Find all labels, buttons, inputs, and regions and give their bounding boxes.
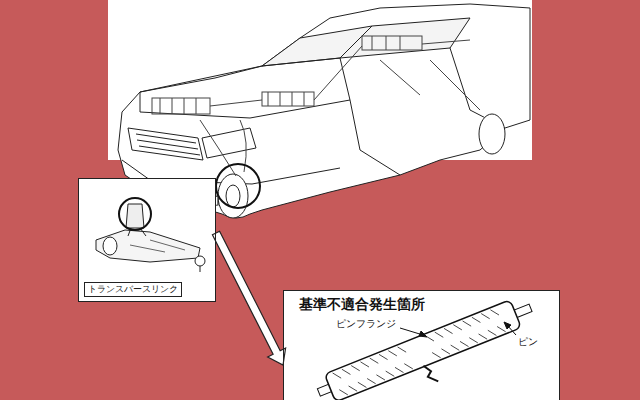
part-name-label: トランスバースリンク — [84, 282, 182, 297]
pointer-arrow — [212, 231, 285, 365]
part-label: ピン — [518, 336, 538, 348]
highlight-circle — [119, 198, 151, 230]
panel-heading: 基準不適合発生箇所 — [299, 296, 425, 313]
part-panel: トランスバースリンク — [78, 178, 216, 302]
highlight-circle — [216, 164, 260, 208]
part-label: ピンフランジ — [336, 318, 396, 330]
panel-ground — [78, 178, 216, 302]
leader-line — [400, 322, 516, 337]
panel-ground — [283, 290, 560, 400]
